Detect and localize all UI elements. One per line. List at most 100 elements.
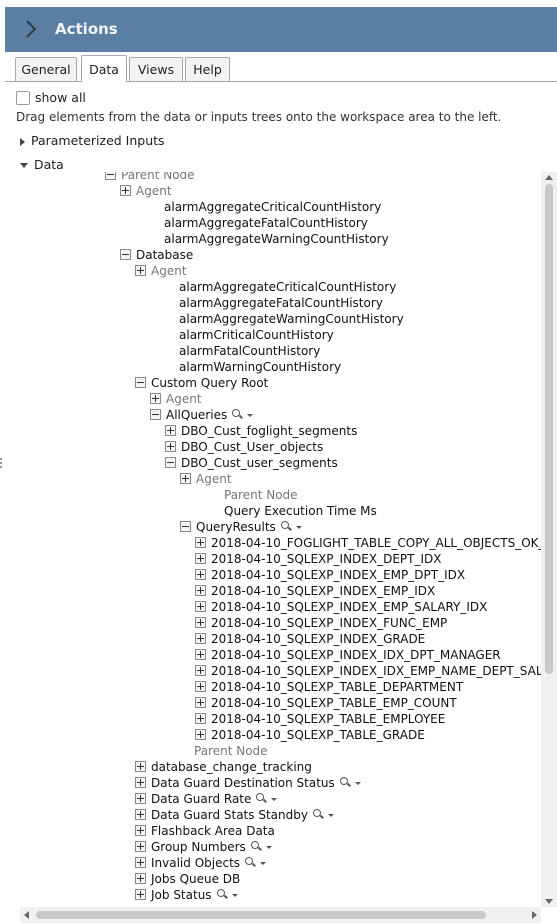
tree-node[interactable]: 2018-04-10_SQLEXP_TABLE_EMP_COUNT [195, 695, 457, 711]
dropdown-arrow-icon[interactable] [295, 526, 302, 529]
tree-node[interactable]: Query Execution Time Ms [224, 503, 377, 519]
tree-node[interactable]: DBO_Cust_foglight_segments [165, 423, 357, 439]
vertical-scroll-thumb[interactable] [545, 184, 553, 674]
tree-node[interactable]: Parent Node [194, 743, 268, 759]
dropdown-arrow-icon[interactable] [231, 894, 238, 897]
tab-general[interactable]: General [15, 57, 77, 82]
tree-node[interactable]: Agent [120, 183, 172, 199]
tree-node[interactable]: Agent [135, 263, 187, 279]
tree-node[interactable]: Agent [150, 391, 202, 407]
expand-plus-icon[interactable] [195, 697, 206, 708]
tree-node[interactable]: alarmAggregateFatalCountHistory [179, 295, 383, 311]
search-options-icon[interactable] [256, 792, 270, 805]
expand-plus-icon[interactable] [195, 681, 206, 692]
collapse-minus-icon[interactable] [180, 521, 191, 532]
expand-plus-icon[interactable] [195, 553, 206, 564]
scroll-right-icon[interactable] [532, 911, 537, 919]
tree-node[interactable]: Parent Node [105, 172, 195, 183]
expand-plus-icon[interactable] [135, 265, 146, 276]
tree-node[interactable]: 2018-04-10_SQLEXP_INDEX_EMP_SALARY_IDX [195, 599, 487, 615]
expand-plus-icon[interactable] [120, 185, 131, 196]
tree-node[interactable]: Jobs Queue DB [135, 871, 240, 887]
scroll-up-icon[interactable] [545, 175, 553, 180]
expand-plus-icon[interactable] [135, 761, 146, 772]
expand-plus-icon[interactable] [135, 841, 146, 852]
dropdown-arrow-icon[interactable] [271, 798, 278, 801]
collapse-minus-icon[interactable] [135, 377, 146, 388]
horizontal-scroll-thumb[interactable] [36, 911, 486, 919]
chevron-right-icon[interactable] [21, 19, 41, 39]
horizontal-scrollbar[interactable] [20, 907, 541, 923]
tree-node[interactable]: 2018-04-10_SQLEXP_INDEX_EMP_IDX [195, 583, 435, 599]
search-options-icon[interactable] [312, 808, 327, 821]
tree-node[interactable]: 2018-04-10_SQLEXP_INDEX_FUNC_EMP [195, 615, 447, 631]
expand-plus-icon[interactable] [135, 873, 146, 884]
tree-node[interactable]: 2018-04-10_SQLEXP_TABLE_DEPARTMENT [195, 679, 463, 695]
search-options-icon[interactable] [250, 840, 265, 853]
expand-plus-icon[interactable] [195, 729, 206, 740]
tree-node[interactable]: Invalid Objects [135, 855, 267, 871]
section-data[interactable]: Data [20, 157, 64, 172]
dropdown-arrow-icon[interactable] [247, 414, 254, 417]
expand-plus-icon[interactable] [135, 809, 146, 820]
tree-node[interactable]: 2018-04-10_SQLEXP_TABLE_EMPLOYEE [195, 711, 445, 727]
dropdown-arrow-icon[interactable] [260, 862, 267, 865]
expand-plus-icon[interactable] [195, 617, 206, 628]
tree-node[interactable]: alarmWarningCountHistory [179, 359, 341, 375]
expand-plus-icon[interactable] [195, 649, 206, 660]
expand-plus-icon[interactable] [135, 777, 146, 788]
tree-node[interactable]: 2018-04-10_FOGLIGHT_TABLE_COPY_ALL_OBJEC… [195, 535, 541, 551]
tree-node[interactable]: Agent [180, 471, 232, 487]
expand-plus-icon[interactable] [135, 889, 146, 900]
tree-node[interactable]: 2018-04-10_SQLEXP_INDEX_IDX_DPT_MANAGER [195, 647, 501, 663]
tree-node[interactable]: Job Status [135, 887, 238, 903]
tree-node[interactable]: alarmFatalCountHistory [179, 343, 320, 359]
tree-node[interactable]: Data Guard Rate [135, 791, 278, 807]
vertical-scrollbar[interactable] [541, 172, 557, 907]
collapse-minus-icon[interactable] [120, 249, 131, 260]
expand-plus-icon[interactable] [135, 825, 146, 836]
expand-plus-icon[interactable] [195, 601, 206, 612]
actions-header[interactable]: Actions [5, 7, 557, 52]
collapse-minus-icon[interactable] [150, 409, 161, 420]
tree-node[interactable]: AllQueries [150, 407, 254, 423]
tree-node[interactable]: 2018-04-10_SQLEXP_TABLE_GRADE [195, 727, 425, 743]
tree-node[interactable]: Flashback Area Data [135, 823, 275, 839]
collapse-arrow-icon[interactable] [20, 163, 28, 168]
tree-node[interactable]: Group Numbers [135, 839, 272, 855]
tree-node[interactable]: DBO_Cust_user_segments [165, 455, 338, 471]
show-all-checkbox[interactable] [16, 91, 30, 105]
tree-node[interactable]: Parent Node [224, 487, 298, 503]
dropdown-arrow-icon[interactable] [327, 814, 334, 817]
section-parameterized-inputs[interactable]: Parameterized Inputs [20, 133, 165, 148]
resize-grip-icon[interactable] [0, 458, 3, 472]
tab-views[interactable]: Views [129, 57, 183, 82]
tree-node[interactable]: 2018-04-10_SQLEXP_INDEX_DEPT_IDX [195, 551, 441, 567]
dropdown-arrow-icon[interactable] [354, 782, 361, 785]
expand-plus-icon[interactable] [165, 425, 176, 436]
search-options-icon[interactable] [245, 856, 259, 869]
expand-plus-icon[interactable] [195, 585, 206, 596]
tree-node[interactable]: alarmAggregateCriticalCountHistory [164, 199, 381, 215]
tree-node[interactable]: alarmAggregateWarningCountHistory [164, 231, 389, 247]
search-options-icon[interactable] [232, 408, 246, 421]
expand-plus-icon[interactable] [180, 473, 191, 484]
search-options-icon[interactable] [339, 776, 354, 789]
collapse-minus-icon[interactable] [165, 457, 176, 468]
search-options-icon[interactable] [216, 888, 231, 901]
expand-plus-icon[interactable] [165, 441, 176, 452]
tree-node[interactable]: Custom Query Root [135, 375, 268, 391]
tree-node[interactable]: alarmAggregateWarningCountHistory [179, 311, 404, 327]
collapse-minus-icon[interactable] [105, 172, 116, 180]
expand-plus-icon[interactable] [195, 569, 206, 580]
expand-plus-icon[interactable] [195, 537, 206, 548]
expand-plus-icon[interactable] [135, 793, 146, 804]
tree-node[interactable]: Database [120, 247, 193, 263]
expand-plus-icon[interactable] [195, 665, 206, 676]
search-options-icon[interactable] [280, 520, 295, 533]
tree-node[interactable]: alarmAggregateCriticalCountHistory [179, 279, 396, 295]
tree-node[interactable]: 2018-04-10_SQLEXP_INDEX_IDX_EMP_NAME_DEP… [195, 663, 541, 679]
expand-plus-icon[interactable] [195, 633, 206, 644]
expand-plus-icon[interactable] [195, 713, 206, 724]
tree-node[interactable]: 2018-04-10_SQLEXP_INDEX_EMP_DPT_IDX [195, 567, 465, 583]
